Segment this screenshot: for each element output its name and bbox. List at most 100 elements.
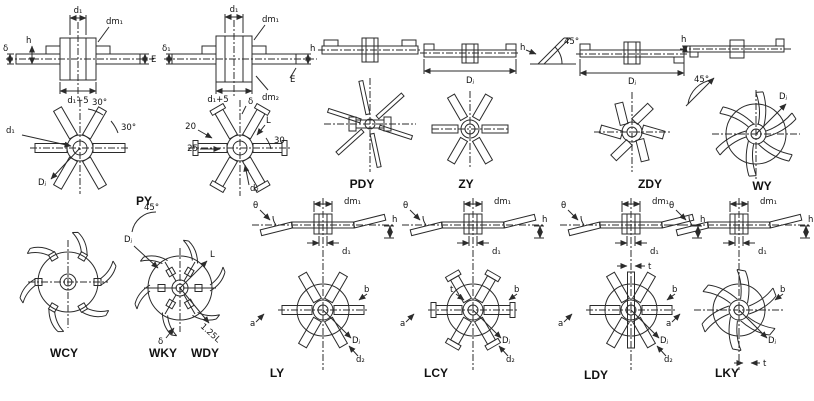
- lky-dim-h: h: [808, 215, 813, 225]
- zy-blade: [481, 124, 509, 134]
- ly-dim-a: a: [250, 319, 255, 329]
- zdy-dim-h: h: [520, 43, 525, 53]
- type-label-wdy: WDY: [191, 346, 219, 360]
- zy-drawing: Dⱼ: [420, 43, 520, 169]
- lky-dim-t: t: [763, 359, 767, 369]
- zdy-pitch-detail: [525, 37, 576, 65]
- pdy-spoke: [378, 124, 414, 141]
- lcy-diagram: θ dm₁ d₁ h: [398, 196, 548, 372]
- ldy-plan-view: [563, 263, 676, 357]
- wy-side-view: [680, 38, 792, 59]
- wky-plan-view: [134, 238, 226, 339]
- wy-drawing: h 45° Dⱼ: [680, 35, 800, 180]
- lky-dim-dm1: dm₁: [760, 197, 777, 207]
- py-blade: [92, 143, 126, 153]
- ldy-dim-theta: θ: [561, 201, 566, 211]
- ldy-dim-d2: d₂: [664, 355, 673, 365]
- ldy-dim-DJ: Dⱼ: [660, 336, 668, 346]
- py-variant-diagram: d₁ dm₁ δ₁ h d₁+5 dm₂ E: [162, 2, 322, 198]
- ly-diagram: θ dm₁ d₁ h b a Dⱼ: [248, 196, 398, 372]
- wcy-diagram: [8, 216, 128, 344]
- pdy-diagram: [318, 30, 422, 176]
- ldy-dim-h: h: [700, 215, 705, 225]
- py-plan-view: [21, 100, 130, 194]
- py-diagram: d₁ dm₁ d₁+5 δ h E 30°: [2, 2, 162, 196]
- ldy-drawing: θ dm₁ d₁ h: [558, 197, 705, 370]
- zy-plan-view: [431, 91, 509, 169]
- pyv-dim-h: h: [310, 44, 315, 54]
- wy-dim-h: h: [681, 35, 686, 45]
- pyv-dim-d1: d₁: [230, 5, 239, 15]
- lcy-blade: [483, 302, 516, 318]
- lky-dim-b: b: [780, 285, 785, 295]
- pyv-dim-delta1: δ₁: [162, 44, 171, 54]
- lcy-side-view: [402, 198, 544, 370]
- lky-plan-view: [671, 266, 784, 366]
- wky-wdy-drawing: 45° Dⱼ: [124, 203, 226, 347]
- type-label-wy: WY: [752, 179, 772, 193]
- wky-angle-note: [131, 211, 159, 269]
- lky-dim-a: a: [666, 319, 671, 329]
- py-dim-d1plus5: d₁+5: [67, 96, 88, 106]
- lcy-dim-h: h: [542, 215, 547, 225]
- py-dim-DJ: Dⱼ: [38, 178, 46, 188]
- wcy-plan-view: [19, 229, 117, 335]
- ldy-dim-t: t: [648, 262, 652, 272]
- lky-side-view: [668, 198, 810, 370]
- pyv-dim-delta: δ: [248, 97, 253, 107]
- pdy-plan-view: [324, 78, 416, 172]
- pyv-dim-dm1: dm₁: [262, 15, 279, 25]
- zdy-diagram: h 45° Dⱼ: [518, 20, 690, 176]
- wky-dim-DJ: Dⱼ: [124, 235, 132, 245]
- lky-drawing: θ dm₁ d₁ h: [666, 197, 813, 370]
- zdy-blade: [640, 124, 666, 140]
- ly-side-view: [252, 198, 394, 370]
- ldy-side-view: [560, 198, 702, 370]
- py-dim-30b: 30°: [121, 123, 136, 133]
- lcy-dim-b: b: [514, 285, 519, 295]
- zdy-plan-view: [594, 92, 670, 172]
- ly-dim-h: h: [392, 215, 397, 225]
- wy-angle-note: [685, 77, 715, 107]
- wy-diagram: h 45° Dⱼ: [680, 20, 814, 184]
- pdy-side-view: [318, 37, 422, 63]
- ly-dim-d1: d₁: [342, 247, 351, 257]
- zdy-drawing: h 45° Dⱼ: [520, 37, 688, 172]
- ly-dim-d2: d₂: [356, 355, 365, 365]
- zdy-dim-DJ: Dⱼ: [628, 77, 636, 87]
- lcy-plan-view: [405, 269, 518, 357]
- lcy-dim-t: t: [450, 285, 454, 295]
- wy-dim-45: 45°: [694, 75, 709, 85]
- py-dim-30a: 30°: [92, 98, 107, 108]
- zy-side-view: [420, 43, 520, 74]
- pyv-dim-L: L: [266, 116, 271, 126]
- lcy-dim-DJ: Dⱼ: [502, 336, 510, 346]
- ly-dim-theta: θ: [253, 201, 258, 211]
- lky-dim-d1: d₁: [758, 247, 767, 257]
- wky-dim-45: 45°: [144, 203, 159, 213]
- lcy-dim-d1: d₁: [492, 247, 501, 257]
- ly-dim-b: b: [364, 285, 369, 295]
- type-label-ldy: LDY: [584, 368, 608, 382]
- py-dim-h: h: [26, 36, 31, 46]
- zy-diagram: Dⱼ: [420, 32, 520, 176]
- wy-blade: [765, 112, 797, 138]
- type-label-zdy: ZDY: [638, 177, 662, 191]
- pyv-dim-d2: d₂: [250, 184, 259, 194]
- type-label-ly: LY: [269, 366, 285, 380]
- type-label-zy: ZY: [458, 177, 474, 191]
- pyv-dim-E: E: [290, 75, 295, 85]
- lky-diagram: θ dm₁ d₁ h: [664, 196, 814, 372]
- wky-dim-delta: δ: [158, 337, 163, 347]
- type-label-lcy: LCY: [424, 366, 448, 380]
- py-dim-delta: δ: [3, 44, 8, 54]
- type-label-py: PY: [135, 194, 152, 208]
- ldy-dim-b: b: [672, 285, 677, 295]
- ly-plan-view: [255, 271, 368, 357]
- pyv-plan-view: [188, 100, 292, 196]
- ldy-dim-d1: d₁: [650, 247, 659, 257]
- wky-dim-L: L: [210, 250, 215, 260]
- zdy-dim-45: 45°: [564, 37, 579, 47]
- py-side-view: [6, 15, 154, 98]
